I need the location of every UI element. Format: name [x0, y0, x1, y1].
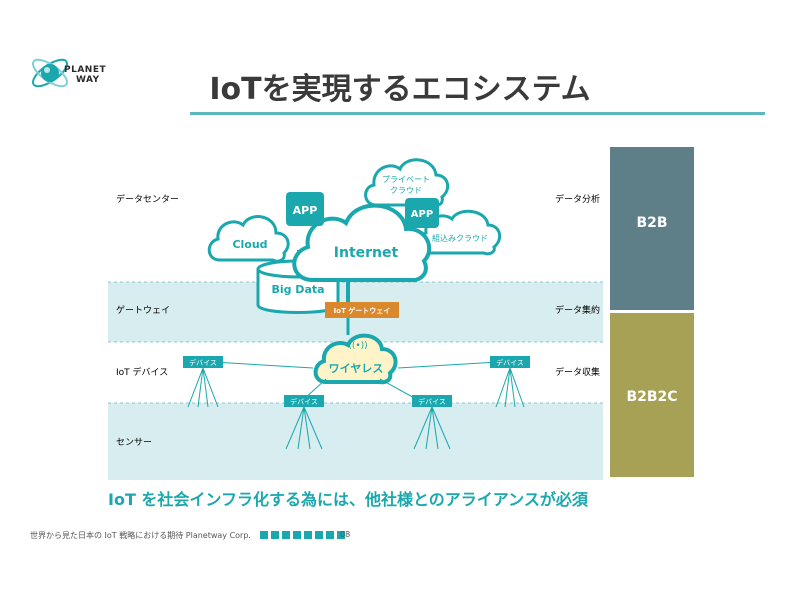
private-cloud-label-1: プライベート — [382, 175, 430, 184]
device-right: デバイス — [490, 356, 530, 408]
device-center-left: デバイス — [284, 395, 324, 450]
title-underline — [190, 112, 765, 115]
layer-label-collection: データ収集 — [555, 366, 600, 378]
wireless-node: ((•)) ワイヤレス — [313, 333, 398, 385]
b2b2c-label: B2B2C — [626, 389, 678, 405]
sensor-band — [108, 403, 603, 480]
footer-progress-squares — [260, 531, 345, 539]
wireless-signal-icon: ((•)) — [348, 341, 367, 351]
iot-gateway-label: IoT ゲートウェイ — [334, 306, 391, 315]
conclusion-text: IoT を社会インフラ化する為には、他社様とのアライアンスが必須 — [108, 490, 588, 509]
layer-label-gateway: ゲートウェイ — [116, 304, 170, 316]
b2b-label: B2B — [636, 215, 668, 231]
embedded-cloud-label: 組込みクラウド — [432, 233, 488, 243]
layer-label-analysis: データ分析 — [555, 193, 600, 205]
device-label-center-left: デバイス — [290, 397, 318, 406]
app-box-1: APP — [286, 192, 324, 226]
ecosystem-diagram: データセンター ゲートウェイ IoT デバイス センサー データ分析 データ集約… — [108, 158, 603, 480]
cloud-label: Cloud — [232, 238, 267, 251]
page-number: 08 — [340, 530, 351, 539]
private-cloud-label-2: クラウド — [390, 186, 422, 195]
layer-label-iot-device: IoT デバイス — [116, 366, 168, 378]
b2b2c-box: B2B2C — [610, 313, 694, 477]
device-label-left: デバイス — [189, 358, 217, 367]
layer-label-aggregation: データ集約 — [555, 304, 600, 316]
app-label-2: APP — [411, 209, 433, 220]
device-center-right: デバイス — [412, 395, 452, 450]
device-left: デバイス — [183, 356, 223, 408]
device-label-center-right: デバイス — [418, 397, 446, 406]
internet-label: Internet — [334, 245, 399, 261]
internet-node: Internet — [292, 203, 432, 283]
planetway-logo — [26, 42, 122, 104]
logo-text-way: WAY — [76, 75, 100, 85]
private-cloud-node: プライベート クラウド — [364, 158, 450, 208]
b2b-box: B2B — [610, 147, 694, 310]
app-box-2: APP — [405, 198, 439, 228]
app-label-1: APP — [293, 204, 318, 217]
cloud-node: Cloud — [207, 215, 290, 263]
iot-gateway-node: IoT ゲートウェイ — [325, 302, 399, 318]
logo-text-planet: PLANET — [64, 65, 107, 75]
footer-text: 世界から見た日本の IoT 戦略における期待 Planetway Corp. — [30, 531, 251, 540]
device-label-right: デバイス — [496, 358, 524, 367]
page-title: IoTを実現するエコシステム — [209, 72, 591, 107]
wireless-label: ワイヤレス — [329, 362, 384, 375]
layer-label-datacenter: データセンター — [116, 193, 179, 205]
big-data-label: Big Data — [271, 283, 324, 296]
layer-label-sensor: センサー — [116, 437, 152, 448]
